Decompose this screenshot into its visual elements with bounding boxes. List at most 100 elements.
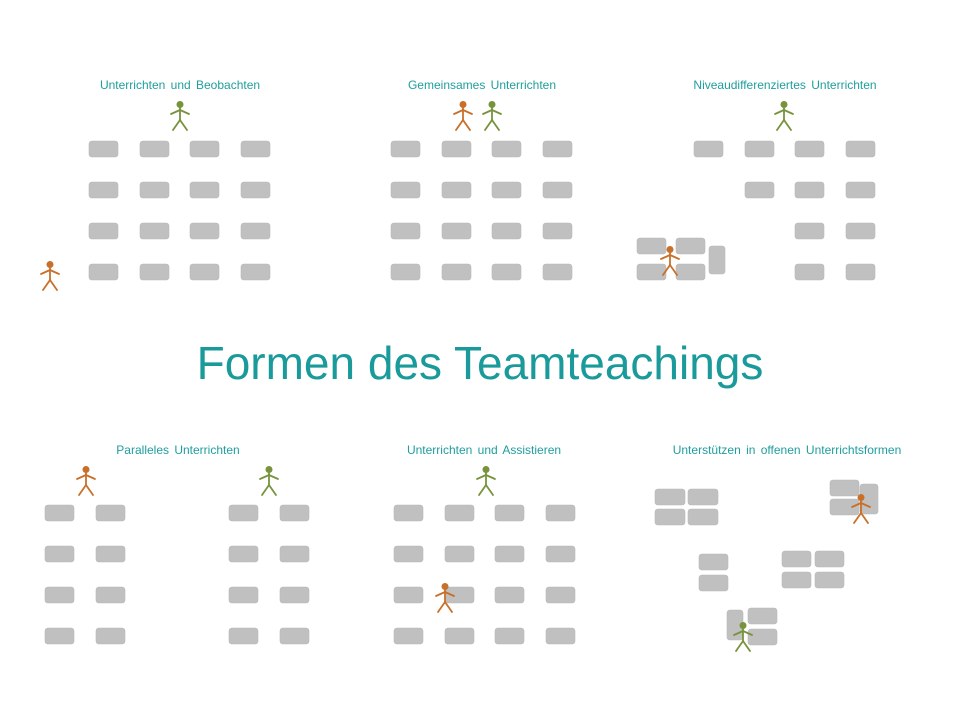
desk (279, 545, 310, 563)
desk (491, 140, 522, 158)
desk (95, 545, 126, 563)
desk (279, 586, 310, 604)
desk (44, 627, 75, 645)
desk (390, 263, 421, 281)
orange-teacher-icon (40, 261, 60, 291)
desk (139, 222, 170, 240)
desk (698, 553, 729, 571)
desk (747, 628, 778, 646)
desk (444, 545, 475, 563)
desk (491, 181, 522, 199)
desk (88, 222, 119, 240)
desk (687, 508, 719, 526)
desk (95, 627, 126, 645)
orange-teacher-icon (660, 246, 680, 276)
desk (189, 181, 220, 199)
desk (240, 263, 271, 281)
desk (744, 181, 775, 199)
desk (814, 571, 845, 589)
desk (654, 508, 686, 526)
desk (393, 504, 424, 522)
orange-teacher-icon (435, 583, 455, 613)
desk (228, 627, 259, 645)
desk (88, 263, 119, 281)
desk (545, 586, 576, 604)
green-teacher-icon (476, 466, 496, 496)
panel-label-assistieren: Unterrichten und Assistieren (406, 443, 562, 457)
green-teacher-icon (259, 466, 279, 496)
desk (279, 627, 310, 645)
desk (845, 263, 876, 281)
desk (545, 627, 576, 645)
desk (494, 545, 525, 563)
orange-teacher-icon (453, 101, 473, 131)
desk (441, 222, 472, 240)
desk (781, 571, 812, 589)
desk (88, 140, 119, 158)
desk (441, 181, 472, 199)
desk (636, 263, 667, 281)
desk (189, 222, 220, 240)
desk (545, 504, 576, 522)
desk (189, 140, 220, 158)
desk (687, 488, 719, 506)
desk (542, 222, 573, 240)
desk (542, 263, 573, 281)
desk (240, 181, 271, 199)
green-teacher-icon (482, 101, 502, 131)
desk (845, 140, 876, 158)
desk (95, 504, 126, 522)
desk (189, 263, 220, 281)
orange-teacher-icon (76, 466, 96, 496)
desk (794, 263, 825, 281)
desk (542, 140, 573, 158)
desk (654, 488, 686, 506)
desk (708, 245, 726, 275)
desk (794, 181, 825, 199)
orange-teacher-icon (851, 494, 871, 524)
desk (494, 504, 525, 522)
desk (814, 550, 845, 568)
desk (393, 586, 424, 604)
desk (675, 263, 706, 281)
desk (636, 237, 667, 255)
desk (675, 237, 706, 255)
desk (829, 479, 860, 497)
green-teacher-icon (774, 101, 794, 131)
desk (139, 140, 170, 158)
desk (441, 263, 472, 281)
desk (545, 545, 576, 563)
desk (228, 586, 259, 604)
desk (44, 545, 75, 563)
desk (542, 181, 573, 199)
desk (44, 504, 75, 522)
panel-label-beobachten: Unterrichten und Beobachten (99, 78, 261, 92)
desk (390, 140, 421, 158)
desk (444, 504, 475, 522)
panel-label-offen: Unterstützen in offenen Unterrichtsforme… (672, 443, 902, 457)
desk (240, 222, 271, 240)
green-teacher-icon (733, 622, 753, 652)
desk (139, 181, 170, 199)
desk (744, 140, 775, 158)
desk (781, 550, 812, 568)
desk (494, 586, 525, 604)
desk (393, 627, 424, 645)
desk (747, 607, 778, 625)
desk (845, 181, 876, 199)
panel-label-niveau: Niveaudifferenziertes Unterrichten (693, 78, 877, 92)
desk (845, 222, 876, 240)
desk (444, 627, 475, 645)
desk (794, 140, 825, 158)
desk (794, 222, 825, 240)
panel-label-gemeinsam: Gemeinsames Unterrichten (407, 78, 557, 92)
green-teacher-icon (170, 101, 190, 131)
desk (698, 574, 729, 592)
desk (441, 140, 472, 158)
desk (390, 181, 421, 199)
desk (829, 498, 860, 516)
desk (228, 545, 259, 563)
desk (88, 181, 119, 199)
desk (240, 140, 271, 158)
